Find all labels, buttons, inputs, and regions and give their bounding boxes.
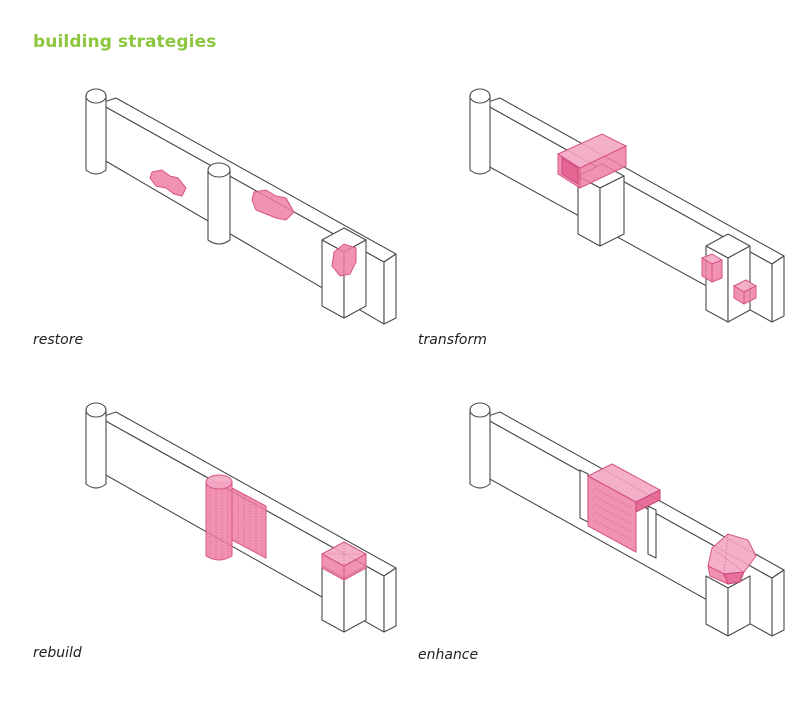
left-column <box>85 409 107 489</box>
rebuild-cap-right <box>343 553 367 581</box>
caption-restore: restore <box>33 332 84 348</box>
left-column-top <box>469 402 491 418</box>
left-column-top <box>469 88 491 104</box>
caption-rebuild: rebuild <box>33 645 82 661</box>
panel-restore-drawing <box>85 88 397 325</box>
caption-transform: transform <box>418 332 487 348</box>
transform-box-opening <box>561 157 579 185</box>
left-column-top <box>85 402 107 418</box>
wall-end <box>383 567 397 633</box>
restore-patch-2 <box>251 189 295 221</box>
transform-cube-1-right <box>711 259 723 283</box>
transform-box-side <box>579 145 627 189</box>
rebuild-column <box>205 481 233 561</box>
left-column <box>469 409 491 489</box>
wall-end <box>771 255 785 323</box>
restore-patch-1 <box>149 169 187 197</box>
middle-column-top <box>207 162 231 178</box>
transform-cube-2-right <box>743 285 757 305</box>
page-title: building strategies <box>33 32 217 52</box>
wall-end <box>383 253 397 325</box>
enhance-panel-lines <box>593 487 633 541</box>
left-column <box>85 95 107 175</box>
gap-post-right <box>647 505 657 559</box>
rebuild-hatching <box>209 488 263 560</box>
panel-enhance-drawing <box>469 402 785 637</box>
caption-enhance: enhance <box>418 647 479 663</box>
block-right <box>599 175 625 247</box>
enhance-panel-face <box>587 475 637 553</box>
panel-transform-drawing <box>469 88 785 323</box>
wall-end <box>771 569 785 637</box>
rebuild-wall-segment <box>231 487 267 559</box>
middle-column <box>207 169 231 245</box>
panel-rebuild-drawing <box>85 402 397 633</box>
pillar-right <box>727 575 751 637</box>
left-column-top <box>85 88 107 104</box>
gap-post-left <box>579 469 589 523</box>
enhance-crystal-facet-2 <box>723 571 745 585</box>
enhance-panel-edge <box>635 489 661 513</box>
rebuild-column-top <box>205 474 233 490</box>
restore-patch-3 <box>331 243 357 277</box>
left-column <box>469 95 491 175</box>
